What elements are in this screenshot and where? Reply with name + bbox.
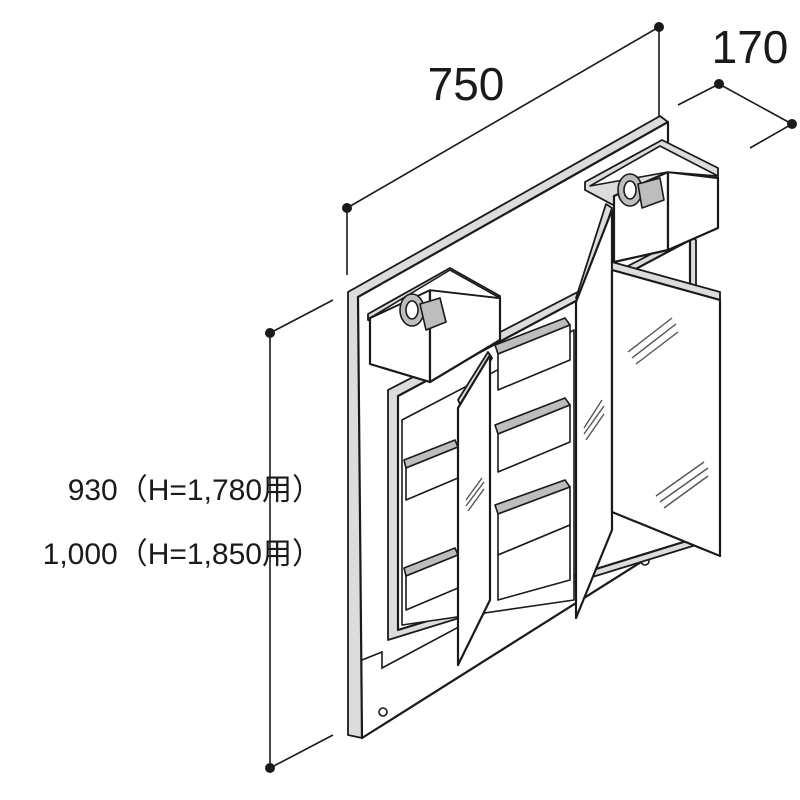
shelves: [403, 317, 571, 611]
mounting-hole-left: [378, 707, 388, 717]
height-dimension: [265, 299, 334, 773]
center-door-emblem: [583, 399, 605, 441]
left-door-emblem: [465, 477, 485, 512]
left-door: [456, 351, 493, 667]
height-label-1850: 1,000（H=1,850用）: [43, 538, 322, 571]
height-label-1780: 930（H=1,780用）: [68, 474, 322, 507]
width-label: 750: [428, 58, 505, 110]
mirror-reflection: [627, 317, 709, 509]
depth-label: 170: [712, 21, 789, 73]
right-mirror-door: [610, 261, 722, 558]
width-dimension: [342, 22, 664, 275]
depth-dimension: [677, 79, 797, 149]
right-light-fixture: [584, 139, 720, 264]
left-light-fixture: [367, 267, 502, 384]
center-door: [574, 203, 614, 620]
